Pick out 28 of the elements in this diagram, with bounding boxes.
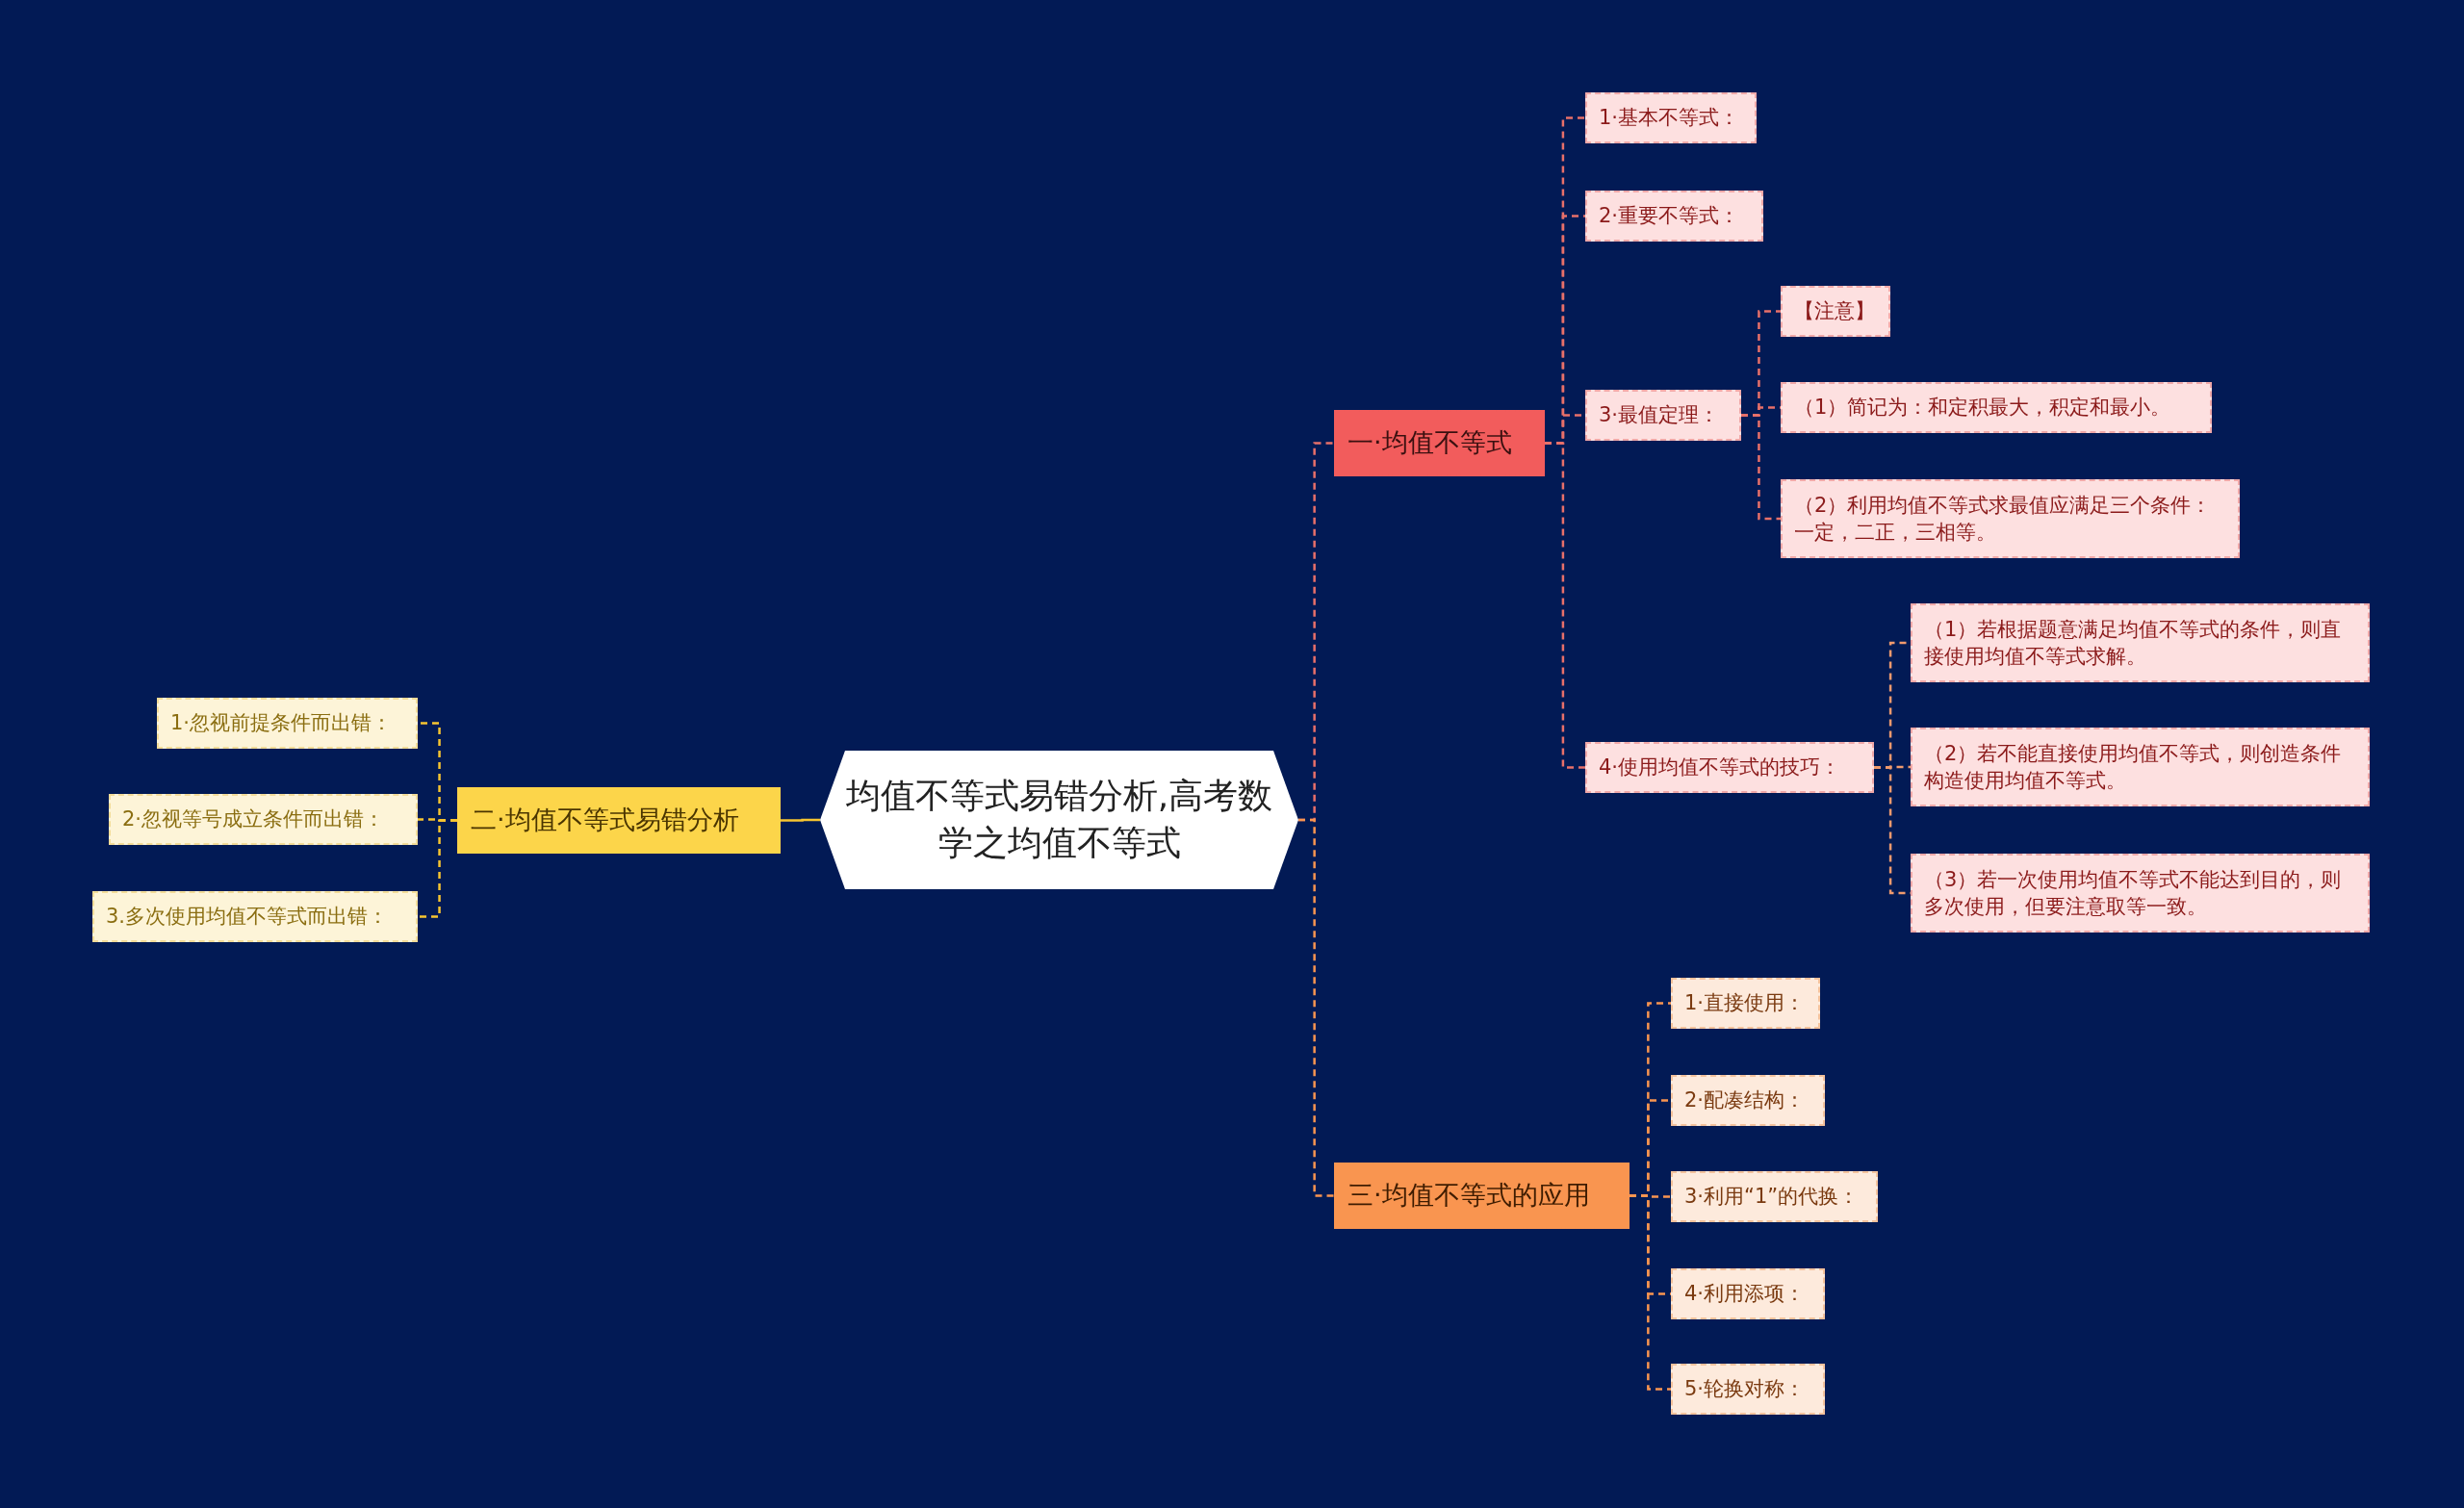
subtopic: 4·使用均值不等式的技巧： — [1585, 742, 1874, 793]
subtopic: 2·重要不等式： — [1585, 191, 1763, 242]
connector-line — [1298, 818, 1334, 1197]
subtopic: 2·配凑结构： — [1671, 1075, 1825, 1126]
subtopic: （3）若一次使用均值不等式不能达到目的，则多次使用，但要注意取等一致。 — [1911, 854, 2370, 933]
branch-topic: 一·均值不等式 — [1334, 410, 1545, 476]
subtopic: 1·直接使用： — [1671, 978, 1820, 1029]
branch-topic: 二·均值不等式易错分析 — [457, 787, 781, 854]
connector-line — [1545, 442, 1585, 769]
subtopic: （2）利用均值不等式求最值应满足三个条件：一定，二正，三相等。 — [1781, 479, 2240, 558]
subtopic: 3.多次使用均值不等式而出错： — [92, 891, 418, 942]
subtopic: 1·忽视前提条件而出错： — [157, 698, 418, 749]
connector-line — [781, 818, 820, 822]
subtopic: 3·最值定理： — [1585, 390, 1741, 441]
branch-topic: 三·均值不等式的应用 — [1334, 1163, 1630, 1229]
central-topic: 均值不等式易错分析,高考数学之均值不等式 — [820, 751, 1298, 889]
subtopic: （2）若不能直接使用均值不等式，则创造条件构造使用均值不等式。 — [1911, 728, 2370, 806]
subtopic: 1·基本不等式： — [1585, 92, 1757, 143]
connector-line — [1630, 1194, 1671, 1391]
connector-line — [418, 819, 457, 918]
subtopic: 5·轮换对称： — [1671, 1364, 1825, 1415]
subtopic: 4·利用添项： — [1671, 1268, 1825, 1319]
connector-line — [1741, 414, 1781, 521]
subtopic: 3·利用“1”的代换： — [1671, 1171, 1878, 1222]
subtopic: （1）若根据题意满足均值不等式的条件，则直接使用均值不等式求解。 — [1911, 603, 2370, 682]
subtopic: 【注意】 — [1781, 286, 1890, 337]
subtopic: （1）简记为：和定积最大，积定和最小。 — [1781, 382, 2212, 433]
subtopic: 2·忽视等号成立条件而出错： — [109, 794, 418, 845]
